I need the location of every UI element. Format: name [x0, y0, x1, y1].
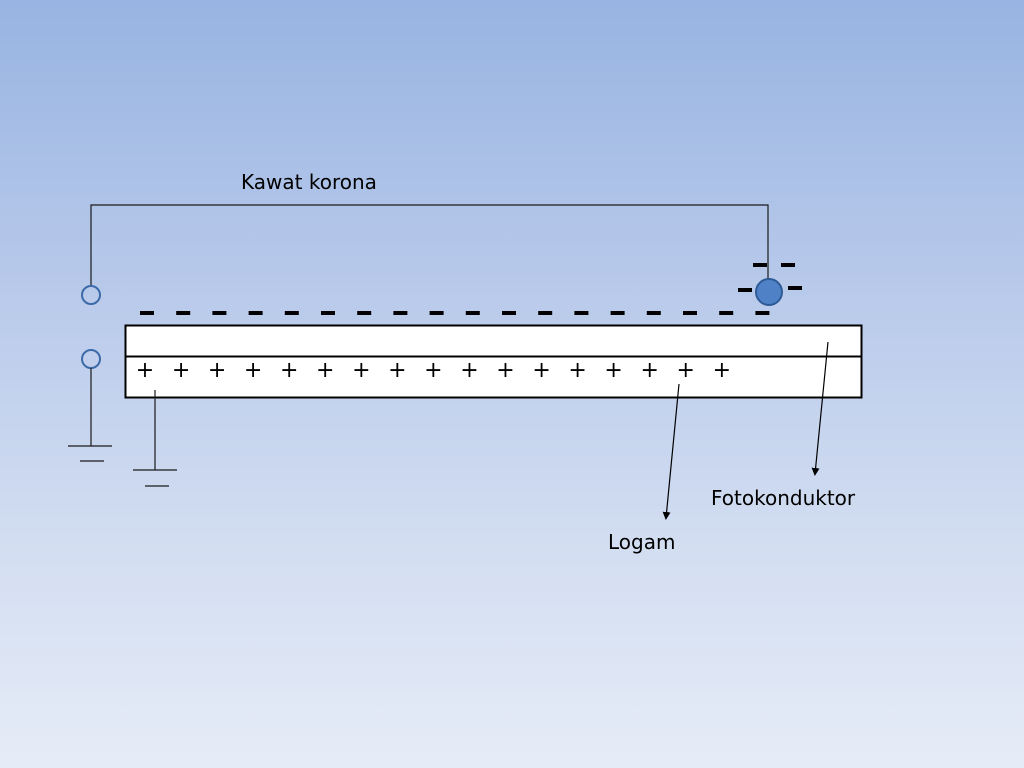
- bottom-terminal: [81, 349, 101, 369]
- photoconductor-pointer-arrow: [811, 341, 829, 476]
- metal-positive-charges: + + + + + + + + + + + + + + + + +: [136, 358, 731, 383]
- positive-charge: +: [136, 358, 154, 383]
- positive-charge: +: [424, 358, 442, 383]
- positive-charge: +: [713, 358, 731, 383]
- corona-wire-line: [90, 204, 769, 286]
- ground-symbol-left: [68, 445, 112, 462]
- positive-charge: +: [677, 358, 695, 383]
- positive-charge: +: [640, 358, 658, 383]
- ground-symbol-right: [133, 469, 177, 487]
- photoconductor-layer: [124, 324, 863, 358]
- metal-layer: [124, 355, 863, 399]
- positive-charge: +: [208, 358, 226, 383]
- positive-charge: +: [604, 358, 622, 383]
- positive-charge: +: [460, 358, 478, 383]
- positive-charge: +: [496, 358, 514, 383]
- positive-charge: +: [388, 358, 406, 383]
- corona-ball: [755, 278, 783, 306]
- positive-charge: +: [316, 358, 334, 383]
- positive-charge: +: [532, 358, 550, 383]
- positive-charge: +: [352, 358, 370, 383]
- metal-label: Logam: [608, 530, 676, 554]
- metal-pointer-arrow: [662, 383, 680, 520]
- positive-charge: +: [280, 358, 298, 383]
- corona-wire-label: Kawat korona: [241, 170, 377, 194]
- positive-charge: +: [568, 358, 586, 383]
- positive-charge: +: [244, 358, 262, 383]
- photoconductor-label: Fotokonduktor: [711, 486, 856, 510]
- positive-charge: +: [172, 358, 190, 383]
- top-terminal: [81, 285, 101, 305]
